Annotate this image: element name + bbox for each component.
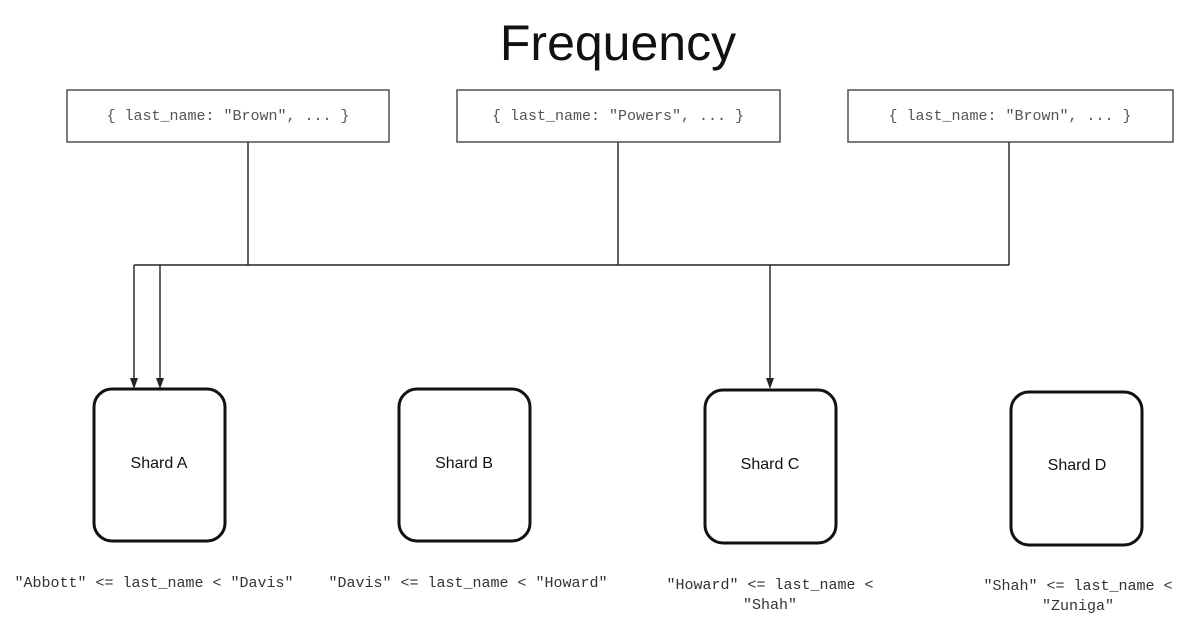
document-label-1: { last_name: "Brown", ... } — [106, 108, 349, 125]
document-label-3: { last_name: "Brown", ... } — [888, 108, 1131, 125]
diagram-title: Frequency — [500, 15, 736, 71]
document-box-2: { last_name: "Powers", ... } — [456, 89, 781, 143]
shard-d-label: Shard D — [1048, 457, 1107, 474]
shard-d-range-line-1: "Shah" <= last_name < — [983, 578, 1172, 595]
shard-d: Shard D — [1009, 390, 1144, 547]
document-box-1: { last_name: "Brown", ... } — [66, 89, 390, 143]
arrow-head-shard-a-second — [156, 378, 164, 389]
shard-c-range-line-2: "Shah" — [743, 597, 797, 614]
arrow-head-shard-a-first — [130, 378, 138, 389]
shard-b: Shard B — [397, 387, 532, 543]
shard-a-range: "Abbott" <= last_name < "Davis" — [14, 575, 293, 592]
shard-a-label: Shard A — [131, 455, 188, 472]
document-label-2: { last_name: "Powers", ... } — [492, 108, 744, 125]
routing-connectors — [130, 142, 1010, 389]
shard-d-range-line-2: "Zuniga" — [1042, 598, 1114, 615]
arrow-head-shard-c — [766, 378, 774, 389]
shard-a: Shard A — [92, 387, 227, 543]
document-box-3: { last_name: "Brown", ... } — [847, 89, 1174, 143]
shard-c-range-line-1: "Howard" <= last_name < — [666, 577, 873, 594]
shard-c: Shard C — [703, 388, 838, 545]
shard-b-range: "Davis" <= last_name < "Howard" — [328, 575, 607, 592]
shard-c-label: Shard C — [741, 456, 800, 473]
shard-b-label: Shard B — [435, 455, 493, 472]
